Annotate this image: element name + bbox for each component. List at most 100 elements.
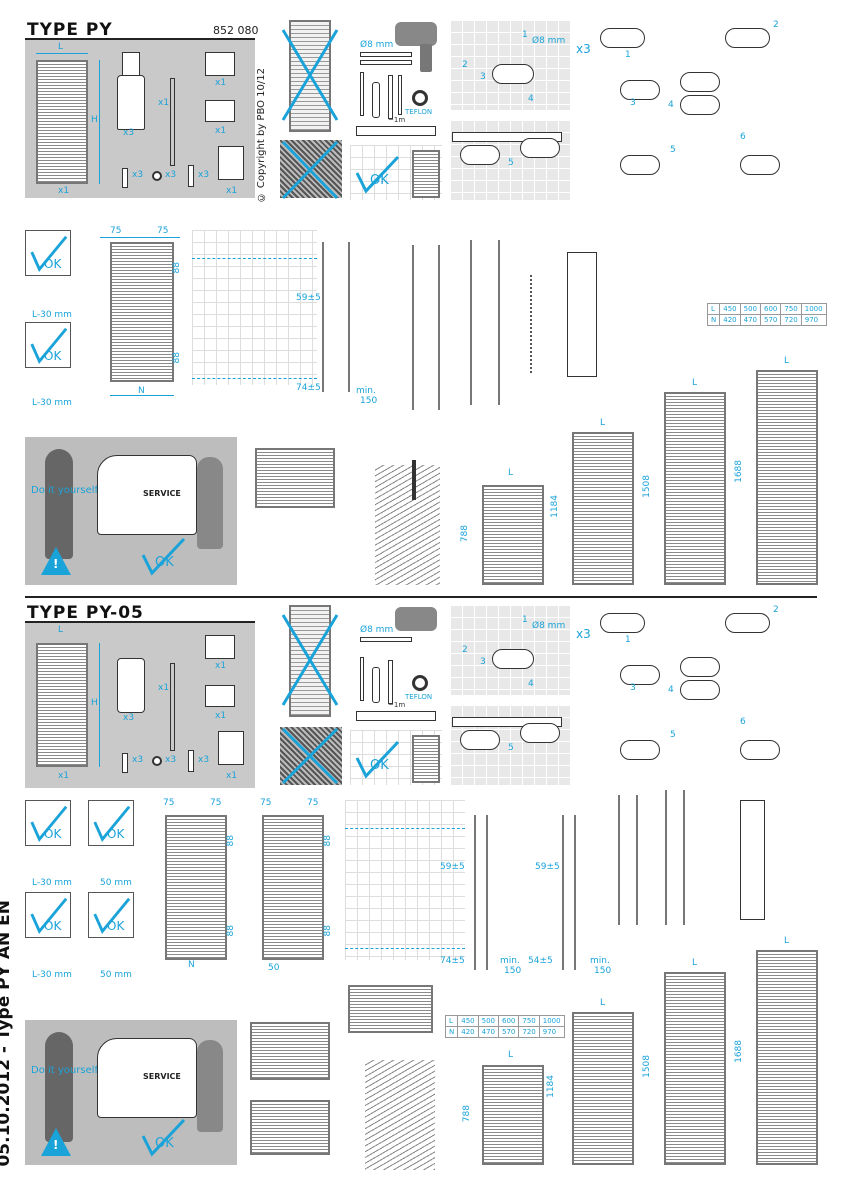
service-panel: Do it yourself SERVICE ! OK: [25, 437, 237, 585]
dimension-line: [100, 237, 180, 238]
section-divider: [25, 596, 817, 598]
check-icon: [30, 235, 68, 272]
no-climb-warning: [275, 20, 345, 200]
folding-rule-icon: [360, 52, 412, 57]
step-3: 3: [480, 72, 486, 82]
screwdriver-icon: [388, 660, 393, 704]
dim-88: 88: [172, 262, 182, 274]
table-cell: 970: [800, 314, 827, 326]
person-icon: [45, 1032, 73, 1142]
bracket-icon: [620, 665, 660, 685]
step-2: 2: [773, 20, 779, 30]
spirit-level-icon: [356, 711, 436, 721]
table-cell: 600: [497, 1015, 520, 1027]
radiator-size-3: [664, 392, 726, 585]
check-icon: [141, 537, 186, 576]
service-panel: Do it yourself SERVICE ! OK: [25, 1020, 237, 1165]
table-cell: L: [706, 303, 721, 315]
height-1688: 1688: [734, 460, 744, 483]
section-title: TYPE PY-05: [27, 603, 144, 623]
wall-plug-icon: [188, 750, 194, 772]
dim-50: 50: [268, 963, 280, 973]
cross-icon: [281, 29, 339, 200]
width-label: L: [784, 936, 790, 946]
fitting-steps: 1 2 3 4 5 6: [590, 605, 820, 785]
table-cell: L: [444, 1015, 459, 1027]
technician-icon: [197, 457, 223, 549]
dim-88: 88: [226, 925, 236, 937]
bracket-icon: [680, 72, 720, 92]
van-label: SERVICE: [143, 1072, 181, 1081]
repeat-qty: x3: [576, 627, 591, 641]
table-cell: 450: [719, 303, 741, 315]
step-4: 4: [528, 679, 534, 689]
pencil-icon: [398, 75, 402, 115]
bracket-icon: [460, 145, 500, 165]
fitting-steps: 1 2 3 4 5 6: [590, 20, 820, 200]
min-label: min.: [500, 956, 520, 966]
ok-example-2: OK: [88, 800, 134, 846]
radiator-side-view: [322, 242, 350, 392]
bracket-icon: [600, 613, 645, 633]
dim-75: 75: [110, 226, 122, 236]
washer-qty: x3: [165, 755, 177, 765]
step-3: 3: [630, 98, 636, 108]
bracket-icon: [492, 649, 534, 669]
allen-key-icon: [360, 72, 364, 116]
dim-75: 75: [260, 798, 272, 808]
ok-label: OK: [370, 173, 389, 188]
drill-size: Ø8 mm: [532, 621, 566, 631]
radiator-end-view: [567, 252, 597, 377]
ok-label: OK: [107, 919, 125, 933]
floor-offset: 54±5: [528, 956, 553, 966]
width-label: L: [508, 468, 514, 478]
table-cell: 470: [477, 1026, 500, 1038]
air-vent-icon: [205, 635, 235, 659]
radiator-vent-view: [250, 1022, 330, 1080]
step-5: 5: [508, 743, 514, 753]
ok-example-2: OK: [25, 322, 71, 368]
table-cell: 420: [457, 1026, 479, 1038]
check-icon: [355, 155, 400, 194]
table-cell: N: [444, 1026, 459, 1038]
manual-qty: x1: [226, 186, 238, 196]
wall-plug-qty: x3: [198, 170, 210, 180]
radiator-front-view: [110, 242, 174, 382]
dimension-line: [110, 395, 174, 396]
ok-label: OK: [155, 555, 174, 570]
bracket-icon: [492, 64, 534, 84]
ok-label: OK: [107, 827, 125, 841]
clearance-label: L-30 mm: [32, 970, 72, 980]
screw-icon: [122, 753, 128, 773]
service-van-icon: [97, 455, 197, 535]
bracket-icon: [680, 680, 720, 700]
radiator-side-level: [618, 795, 638, 925]
radiator-size-1: [482, 1065, 544, 1165]
table-cell: 450: [457, 1015, 479, 1027]
check-icon: [93, 897, 131, 934]
bracket-qty: x3: [123, 128, 135, 138]
radiator-side-view: [474, 815, 488, 970]
repeat-qty: x3: [576, 42, 591, 56]
height-1508: 1508: [642, 475, 652, 498]
height-label: H: [91, 698, 98, 708]
bracket-icon: [725, 28, 770, 48]
radiator-icon: [36, 60, 88, 184]
air-vent-icon: [205, 52, 235, 76]
bracket-icon: [117, 75, 145, 130]
table-cell: 570: [497, 1026, 520, 1038]
ok-label: OK: [44, 257, 62, 271]
radiator-icon: [36, 643, 88, 767]
wall-hatch: [530, 275, 532, 375]
marking-line: [345, 948, 465, 949]
bracket-icon: [620, 740, 660, 760]
height-dimension: [99, 643, 100, 767]
floor-offset: 74±5: [296, 383, 321, 393]
step-1: 1: [522, 615, 528, 625]
width-dimension: [36, 53, 88, 54]
check-icon: [93, 805, 131, 842]
radiator-top-vent-view: [348, 985, 433, 1033]
van-label: SERVICE: [143, 489, 181, 498]
